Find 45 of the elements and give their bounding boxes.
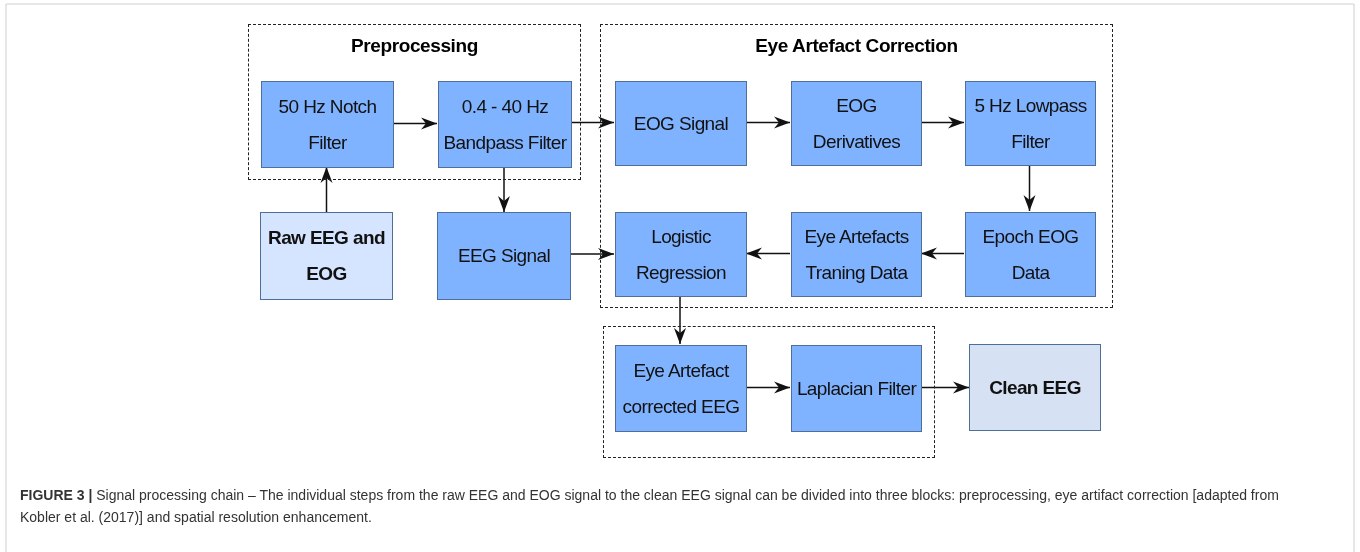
arrow	[745, 247, 791, 260]
process-box	[791, 345, 922, 432]
process-box	[437, 212, 571, 300]
process-box	[615, 212, 747, 297]
process-box	[260, 212, 393, 300]
process-box	[791, 81, 922, 166]
process-box	[261, 81, 394, 168]
arrow	[570, 248, 615, 260]
box-label: Logistic Regression	[634, 224, 728, 285]
box-label: Raw EEG and EOG	[267, 226, 386, 286]
process-box	[615, 345, 747, 432]
arrow	[745, 381, 791, 394]
arrow	[570, 116, 615, 129]
process-box	[791, 212, 922, 297]
group-heading: Preprocessing	[350, 35, 479, 57]
dashed-group-box	[600, 24, 1113, 308]
process-box	[969, 344, 1101, 431]
process-box	[615, 81, 747, 166]
group-heading: Eye Artefact Correction	[754, 35, 959, 57]
dashed-group-box	[603, 326, 935, 458]
figure-caption: FIGURE 3 | Signal processing chain – The individual steps from the raw EEG and EOG signal to the clean EEG signal can be divided into three blocks: preprocessing, eye artifact correction [adapted from Kobler et al. (2017)] and spatial resolution enhancement.	[20, 486, 1280, 527]
box-label: 5 Hz Lowpass Filter	[973, 93, 1088, 154]
arrow	[920, 116, 965, 129]
process-box	[438, 81, 572, 168]
arrow	[392, 117, 438, 130]
box-label: 50 Hz Notch Filter	[277, 94, 378, 155]
arrow	[920, 247, 965, 260]
box-label: EEG Signal	[457, 244, 551, 268]
box-label: 0.4 - 40 Hz Bandpass Filter	[443, 94, 567, 155]
arrow	[745, 116, 791, 129]
box-label: Epoch EOG Data	[981, 224, 1080, 285]
arrow	[920, 381, 970, 394]
box-label: Clean EEG	[989, 375, 1081, 400]
box-label: Eye Artefact corrected EEG	[621, 358, 741, 419]
process-box	[965, 212, 1096, 297]
arrow	[320, 166, 333, 213]
box-label: EOG Signal	[633, 111, 729, 136]
dashed-group-box	[248, 24, 581, 180]
box-label: Laplacian Filter	[796, 376, 917, 401]
box-label: EOG Derivatives	[811, 93, 902, 154]
arrow	[498, 166, 510, 213]
process-box	[965, 81, 1096, 166]
box-label: Eye Artefacts Traning Data	[803, 224, 910, 285]
arrow	[1023, 164, 1036, 212]
arrow	[674, 295, 686, 345]
